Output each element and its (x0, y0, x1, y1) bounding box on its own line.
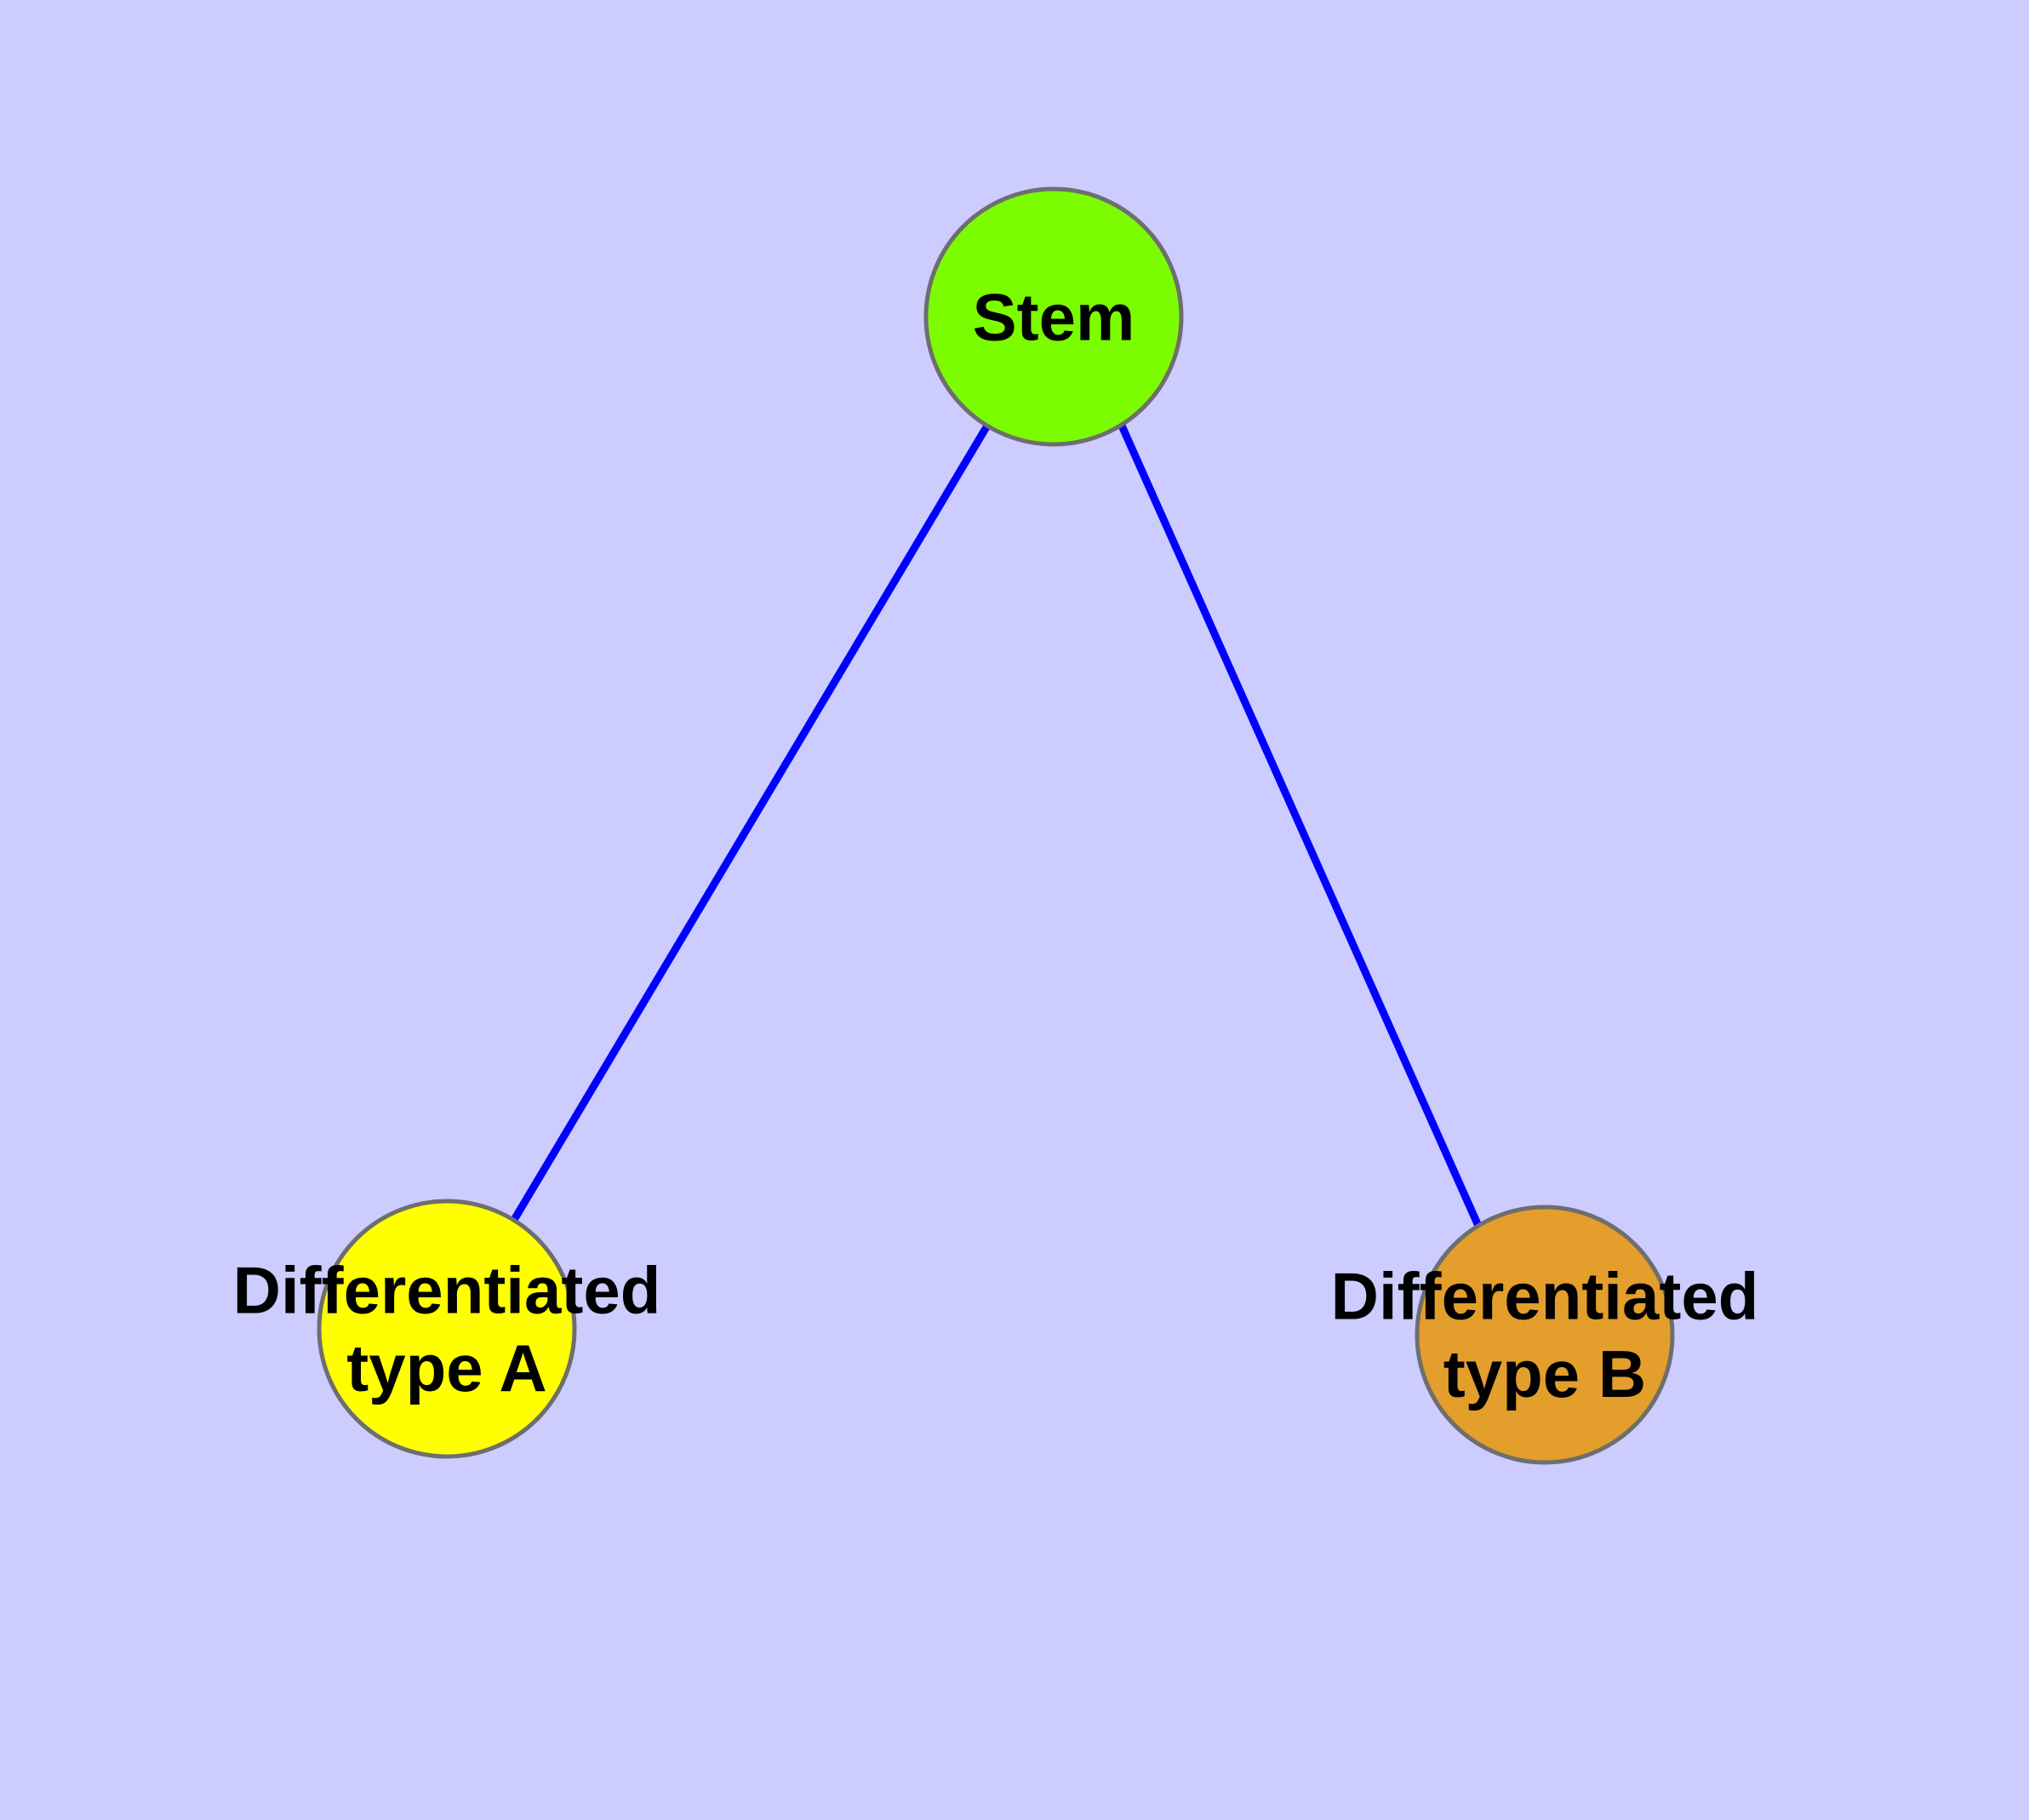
nodes-group (317, 186, 1675, 1465)
node-stem[interactable] (923, 186, 1184, 447)
node-label-line: type A (346, 1331, 547, 1405)
node-label-stem: Stem (973, 279, 1135, 354)
node-label-line: Stem (973, 279, 1135, 354)
edge-stem-to-diff-a[interactable] (511, 423, 991, 1222)
edge-stem-to-diff-b[interactable] (1117, 424, 1483, 1228)
node-label-line: Differentiated (1331, 1259, 1759, 1334)
node-diff-a[interactable] (317, 1199, 577, 1459)
edges-group (511, 423, 1483, 1228)
node-label-line: type B (1443, 1336, 1646, 1411)
node-label-line: Differentiated (233, 1253, 661, 1328)
node-diff-b[interactable] (1415, 1205, 1675, 1465)
